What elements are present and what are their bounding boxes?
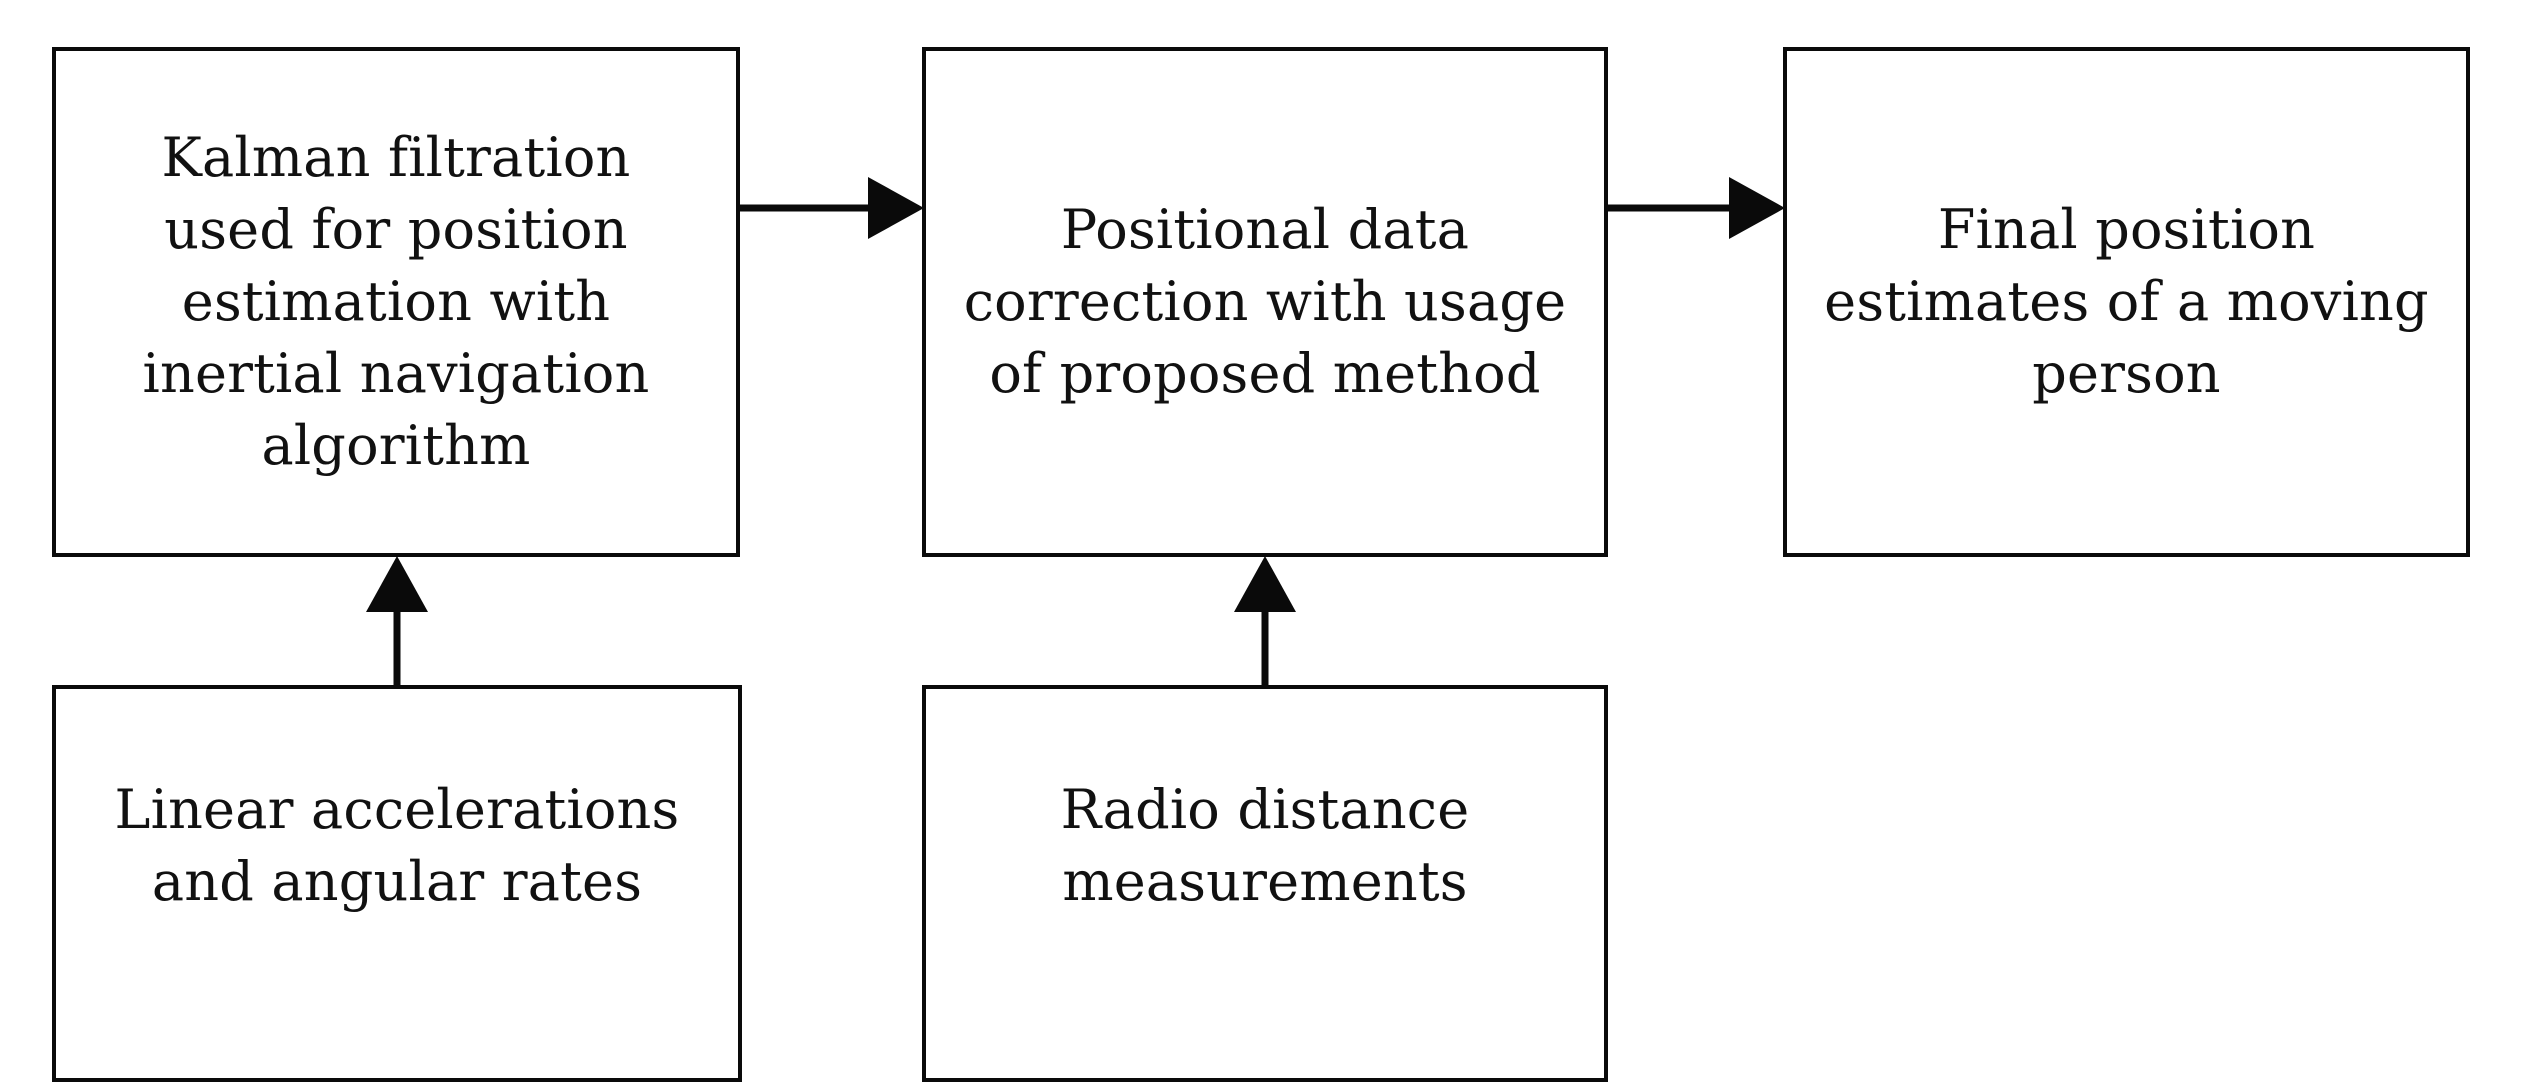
node-kalman-filtration-label: Kalman filtration used for position esti… bbox=[142, 126, 650, 477]
arrow-shaft bbox=[1261, 609, 1269, 687]
arrow-correction-to-final bbox=[1608, 147, 1785, 269]
arrow-shaft bbox=[393, 609, 401, 687]
arrow-inertial-to-kalman bbox=[366, 556, 428, 687]
node-radio-distance-measurements: Radio distance measurements bbox=[922, 685, 1608, 1082]
node-final-position-estimates: Final position estimates of a moving per… bbox=[1783, 47, 2470, 557]
arrow-shaft bbox=[1608, 204, 1733, 212]
arrow-kalman-to-correction bbox=[740, 147, 924, 269]
arrow-shaft bbox=[740, 204, 872, 212]
node-final-position-estimates-label: Final position estimates of a moving per… bbox=[1824, 198, 2429, 405]
node-linear-accelerations-label: Linear accelerations and angular rates bbox=[114, 777, 680, 913]
arrowhead-right-icon bbox=[868, 177, 924, 239]
node-positional-data-correction: Positional data correction with usage of… bbox=[922, 47, 1608, 557]
arrowhead-up-icon bbox=[366, 556, 428, 612]
node-linear-accelerations: Linear accelerations and angular rates bbox=[52, 685, 742, 1082]
node-positional-data-correction-label: Positional data correction with usage of… bbox=[963, 198, 1567, 405]
node-radio-distance-measurements-label: Radio distance measurements bbox=[1060, 777, 1470, 913]
arrowhead-up-icon bbox=[1234, 556, 1296, 612]
node-kalman-filtration: Kalman filtration used for position esti… bbox=[52, 47, 740, 557]
arrow-radio-to-correction bbox=[1234, 556, 1296, 687]
arrowhead-right-icon bbox=[1729, 177, 1785, 239]
